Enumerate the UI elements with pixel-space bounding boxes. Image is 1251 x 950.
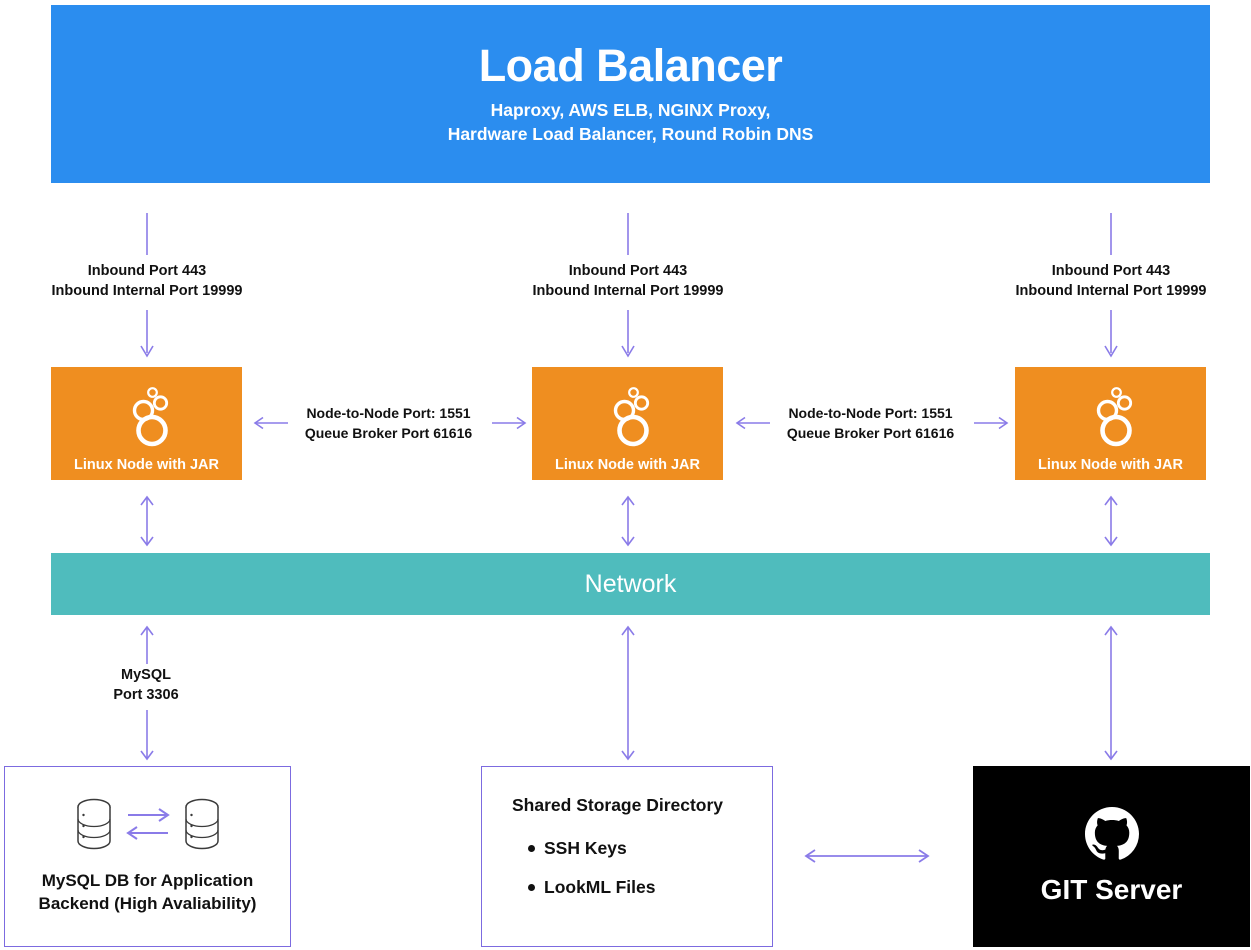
mysql-db-box[interactable]: MySQL DB for Application Backend (High A… bbox=[4, 766, 291, 947]
network-label: Network bbox=[584, 569, 677, 598]
linux-node-2-label: Linux Node with JAR bbox=[555, 456, 700, 473]
shared-storage-item-ssh-keys-label: SSH Keys bbox=[544, 838, 627, 858]
inbound-label-3-line1: Inbound Port 443 bbox=[1051, 263, 1171, 279]
node-network-arrow-2 bbox=[620, 495, 636, 547]
network-git-arrow bbox=[1103, 625, 1119, 761]
node-to-node-arrow-left-2 bbox=[735, 416, 770, 430]
inbound-line-top-2 bbox=[627, 213, 629, 255]
mysql-link-label-line2: Port 3306 bbox=[113, 687, 179, 704]
node-network-arrow-1 bbox=[139, 495, 155, 547]
inbound-arrow-2 bbox=[620, 310, 636, 360]
network-mysql-arrow-up bbox=[139, 625, 155, 664]
shared-storage-title: Shared Storage Directory bbox=[512, 795, 724, 815]
node-to-node-label-1-line2: Queue Broker Port 61616 bbox=[304, 425, 473, 442]
looker-logo-icon bbox=[122, 385, 172, 454]
inbound-arrow-1 bbox=[139, 310, 155, 360]
linux-node-3[interactable]: Linux Node with JAR bbox=[1015, 367, 1206, 480]
inbound-label-2: Inbound Port 443 Inbound Internal Port 1… bbox=[478, 262, 778, 301]
load-balancer-subtitle-line2: Hardware Load Balancer, Round Robin DNS bbox=[447, 123, 814, 144]
load-balancer-subtitle-line1: Haproxy, AWS ELB, NGINX Proxy, bbox=[490, 100, 771, 120]
linux-node-1-label: Linux Node with JAR bbox=[74, 456, 219, 473]
inbound-label-2-line1: Inbound Port 443 bbox=[568, 263, 688, 279]
load-balancer-box: Load Balancer Haproxy, AWS ELB, NGINX Pr… bbox=[51, 5, 1210, 183]
node-to-node-label-2-line2: Queue Broker Port 61616 bbox=[786, 425, 955, 442]
github-octocat-icon bbox=[1084, 807, 1139, 866]
inbound-label-1-line2: Inbound Internal Port 19999 bbox=[51, 282, 243, 299]
inbound-label-1: Inbound Port 443 Inbound Internal Port 1… bbox=[0, 262, 297, 301]
bullet-icon bbox=[528, 845, 535, 852]
linux-node-3-label: Linux Node with JAR bbox=[1038, 456, 1183, 473]
inbound-label-1-line1: Inbound Port 443 bbox=[87, 263, 207, 279]
mysql-link-label: MySQL Port 3306 bbox=[46, 665, 246, 706]
shared-storage-item-ssh-keys: SSH Keys bbox=[528, 838, 772, 859]
node-to-node-arrow-right-1 bbox=[492, 416, 527, 430]
storage-git-arrow bbox=[804, 848, 930, 864]
mysql-replication-group bbox=[74, 797, 222, 856]
git-server-label: GIT Server bbox=[1040, 874, 1183, 905]
network-mysql-arrow-down bbox=[139, 710, 155, 761]
database-cylinder-icon bbox=[182, 797, 222, 856]
linux-node-2[interactable]: Linux Node with JAR bbox=[532, 367, 723, 480]
inbound-label-3-line2: Inbound Internal Port 19999 bbox=[1015, 282, 1207, 299]
shared-storage-box[interactable]: Shared Storage Directory SSH Keys LookML… bbox=[481, 766, 773, 947]
git-server-box[interactable]: GIT Server bbox=[973, 766, 1250, 947]
looker-logo-icon bbox=[603, 385, 653, 454]
mysql-replication-arrows bbox=[124, 804, 172, 849]
load-balancer-subtitle: Haproxy, AWS ELB, NGINX Proxy, Hardware … bbox=[448, 99, 814, 146]
inbound-label-3: Inbound Port 443 Inbound Internal Port 1… bbox=[961, 262, 1251, 301]
node-to-node-arrow-left-1 bbox=[253, 416, 288, 430]
node-network-arrow-3 bbox=[1103, 495, 1119, 547]
network-bar: Network bbox=[51, 553, 1210, 615]
node-to-node-label-2-line1: Node-to-Node Port: 1551 bbox=[788, 405, 953, 421]
node-to-node-label-1: Node-to-Node Port: 1551 Queue Broker Por… bbox=[293, 403, 484, 444]
looker-logo-icon bbox=[1086, 385, 1136, 454]
inbound-line-top-3 bbox=[1110, 213, 1112, 255]
node-to-node-label-1-line1: Node-to-Node Port: 1551 bbox=[306, 405, 471, 421]
network-storage-arrow bbox=[620, 625, 636, 761]
mysql-db-caption: MySQL DB for Application Backend (High A… bbox=[39, 870, 257, 916]
node-to-node-arrow-right-2 bbox=[974, 416, 1009, 430]
load-balancer-title: Load Balancer bbox=[478, 39, 783, 91]
inbound-arrow-3 bbox=[1103, 310, 1119, 360]
mysql-db-caption-line1: MySQL DB for Application bbox=[41, 871, 254, 891]
database-cylinder-icon bbox=[74, 797, 114, 856]
inbound-line-top-1 bbox=[146, 213, 148, 255]
shared-storage-item-lookml-files-label: LookML Files bbox=[544, 877, 656, 897]
mysql-db-caption-line2: Backend (High Avaliability) bbox=[38, 894, 257, 913]
inbound-label-2-line2: Inbound Internal Port 19999 bbox=[532, 282, 724, 299]
linux-node-1[interactable]: Linux Node with JAR bbox=[51, 367, 242, 480]
shared-storage-item-lookml-files: LookML Files bbox=[528, 877, 772, 898]
mysql-link-label-line1: MySQL bbox=[121, 667, 171, 683]
node-to-node-label-2: Node-to-Node Port: 1551 Queue Broker Por… bbox=[775, 403, 966, 444]
bullet-icon bbox=[528, 884, 535, 891]
